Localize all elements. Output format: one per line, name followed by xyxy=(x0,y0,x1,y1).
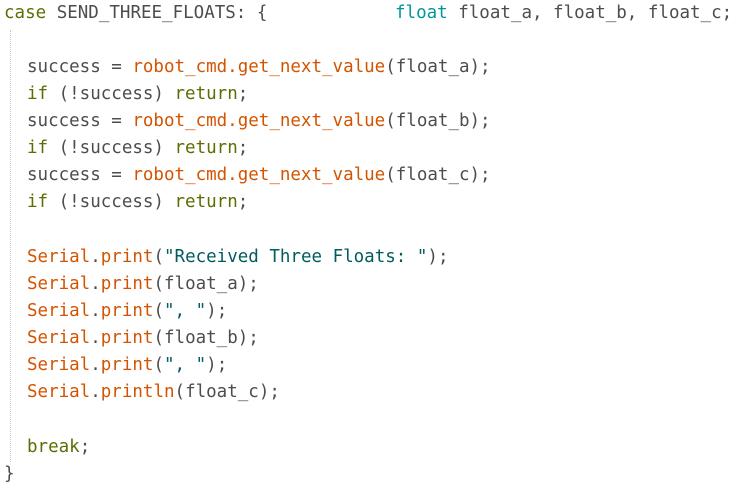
dot: . xyxy=(90,247,101,267)
code-line-print-2: Serial.print(float_a); xyxy=(27,271,259,298)
variable-arg: float_a xyxy=(164,274,238,294)
code-line-check-b: if (!success) return; xyxy=(27,135,248,162)
keyword-break: break xyxy=(27,437,80,457)
close-brace: } xyxy=(4,464,15,484)
string-literal: ", " xyxy=(164,355,207,375)
code-line-assign-b: success = robot_cmd.get_next_value(float… xyxy=(27,108,491,135)
assign-lhs: success = xyxy=(27,57,133,77)
serial-object: Serial xyxy=(27,274,91,294)
dot: . xyxy=(90,274,101,294)
condition: (!success) xyxy=(48,138,175,158)
code-line-declaration: float float_a, float_b, float_c; xyxy=(395,0,732,27)
serial-object: Serial xyxy=(27,382,91,402)
print-method: print xyxy=(100,355,154,375)
semicolon: ; xyxy=(237,192,249,212)
serial-object: Serial xyxy=(27,301,91,321)
serial-object: Serial xyxy=(27,328,91,348)
code-line-assign-a: success = robot_cmd.get_next_value(float… xyxy=(27,54,491,81)
close-paren: ); xyxy=(237,328,259,348)
function-call: robot_cmd.get_next_value xyxy=(132,165,386,185)
semicolon: ; xyxy=(237,84,249,104)
case-label: SEND_THREE_FLOATS: { xyxy=(46,3,268,23)
code-line-close-brace: } xyxy=(4,461,15,488)
serial-object: Serial xyxy=(27,355,91,375)
open-paren: ( xyxy=(153,355,164,375)
condition: (!success) xyxy=(48,192,175,212)
code-line-break: break; xyxy=(27,434,90,461)
function-call: robot_cmd.get_next_value xyxy=(132,111,386,131)
code-line-print-3: Serial.print(", "); xyxy=(27,298,227,325)
keyword-return: return xyxy=(174,84,238,104)
indent-guide xyxy=(10,30,11,462)
code-line-print-4: Serial.print(float_b); xyxy=(27,325,259,352)
open-paren: ( xyxy=(174,382,186,402)
keyword-if: if xyxy=(27,192,49,212)
variable-arg: float_b xyxy=(164,328,238,348)
println-method: println xyxy=(100,382,175,402)
string-literal: ", " xyxy=(164,301,207,321)
assign-lhs: success = xyxy=(27,111,133,131)
serial-object: Serial xyxy=(27,247,91,267)
open-paren: ( xyxy=(153,274,164,294)
call-args: (float_a); xyxy=(385,57,491,77)
semicolon: ; xyxy=(237,138,249,158)
keyword-if: if xyxy=(27,84,49,104)
print-method: print xyxy=(100,328,154,348)
dot: . xyxy=(90,355,101,375)
assign-lhs: success = xyxy=(27,165,133,185)
code-line-check-a: if (!success) return; xyxy=(27,81,248,108)
close-paren: ); xyxy=(206,301,228,321)
open-paren: ( xyxy=(153,301,164,321)
code-line-print-5: Serial.print(", "); xyxy=(27,352,227,379)
code-line-print-6: Serial.println(float_c); xyxy=(27,379,280,406)
type-float: float xyxy=(395,3,448,23)
variable-arg: float_c xyxy=(185,382,259,402)
function-call: robot_cmd.get_next_value xyxy=(132,57,386,77)
print-method: print xyxy=(100,301,154,321)
code-line-check-c: if (!success) return; xyxy=(27,189,248,216)
open-paren: ( xyxy=(153,328,164,348)
condition: (!success) xyxy=(48,84,175,104)
code-line-print-1: Serial.print("Received Three Floats: "); xyxy=(27,244,448,271)
string-literal: "Received Three Floats: " xyxy=(164,247,428,267)
print-method: print xyxy=(100,247,154,267)
close-paren: ); xyxy=(427,247,449,267)
open-paren: ( xyxy=(153,247,164,267)
keyword-case: case xyxy=(4,3,47,23)
dot: . xyxy=(90,328,101,348)
call-args: (float_c); xyxy=(385,165,491,185)
call-args: (float_b); xyxy=(385,111,491,131)
dot: . xyxy=(90,301,101,321)
dot: . xyxy=(90,382,101,402)
code-line-case: case SEND_THREE_FLOATS: { xyxy=(4,0,267,27)
semicolon: ; xyxy=(79,437,91,457)
close-paren: ); xyxy=(206,355,228,375)
keyword-if: if xyxy=(27,138,49,158)
print-method: print xyxy=(100,274,154,294)
close-paren: ); xyxy=(258,382,280,402)
keyword-return: return xyxy=(174,138,238,158)
close-paren: ); xyxy=(237,274,259,294)
declared-variables: float_a, float_b, float_c; xyxy=(447,3,733,23)
keyword-return: return xyxy=(174,192,238,212)
code-line-assign-c: success = robot_cmd.get_next_value(float… xyxy=(27,162,491,189)
